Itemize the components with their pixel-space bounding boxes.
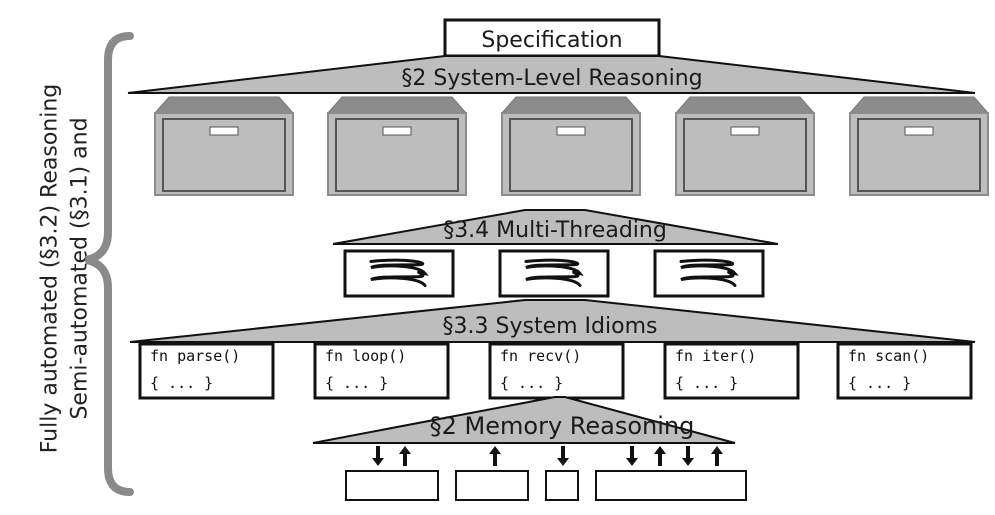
arrow-up-icon — [489, 446, 501, 466]
thread-box — [498, 249, 610, 298]
system-idioms-label: §3.3 System Idioms — [443, 314, 658, 339]
server-icon — [674, 96, 816, 196]
memory-block — [595, 470, 747, 501]
function-box: fn iter() { ... } — [663, 342, 800, 400]
memory-block — [545, 470, 579, 501]
specification-label: Specification — [481, 28, 622, 53]
function-body: { ... } — [500, 374, 563, 392]
memory-reasoning-trapezoid — [312, 396, 736, 444]
system-idioms-trapezoid — [129, 299, 976, 343]
server-icon — [848, 96, 990, 196]
thread-squiggle-icon — [524, 258, 584, 287]
server-row — [153, 96, 990, 196]
multi-threading-trapezoid — [332, 209, 779, 245]
system-level-label: §2 System-Level Reasoning — [401, 66, 702, 91]
thread-squiggle-icon — [679, 258, 739, 287]
thread-box — [653, 249, 765, 298]
memory-arrows — [372, 446, 723, 466]
function-body: { ... } — [325, 374, 388, 392]
function-signature: fn loop() — [325, 347, 406, 365]
thread-squiggle-icon — [369, 258, 429, 287]
arrow-up-icon — [711, 446, 723, 466]
function-signature: fn scan() — [848, 347, 929, 365]
function-box: fn recv() { ... } — [488, 342, 625, 400]
function-box: fn parse() { ... } — [138, 342, 275, 400]
arrow-down-icon — [682, 446, 694, 466]
arrow-down-icon — [372, 446, 384, 466]
function-signature: fn parse() — [150, 347, 240, 365]
function-box: fn loop() { ... } — [313, 342, 450, 400]
arrow-down-icon — [626, 446, 638, 466]
function-signature: fn iter() — [675, 347, 756, 365]
function-signature: fn recv() — [500, 347, 581, 365]
system-level-trapezoid — [127, 55, 976, 94]
arrow-up-icon — [399, 446, 411, 466]
function-row: fn parse(){ ... }fn loop(){ ... }fn recv… — [138, 342, 973, 400]
brace-icon — [85, 32, 134, 496]
server-icon — [153, 96, 295, 196]
arrow-down-icon — [557, 446, 569, 466]
multi-threading-label: §3.4 Multi-Threading — [443, 218, 667, 243]
server-icon — [326, 96, 468, 196]
server-icon — [500, 96, 642, 196]
function-box: fn scan() { ... } — [836, 342, 973, 400]
thread-box — [343, 249, 455, 298]
memory-reasoning-label: §2 Memory Reasoning — [430, 412, 695, 440]
memory-block — [455, 470, 529, 501]
thread-row — [343, 249, 765, 298]
arrow-up-icon — [654, 446, 666, 466]
function-body: { ... } — [150, 374, 213, 392]
memory-block — [345, 470, 439, 501]
function-body: { ... } — [848, 374, 911, 392]
function-body: { ... } — [675, 374, 738, 392]
